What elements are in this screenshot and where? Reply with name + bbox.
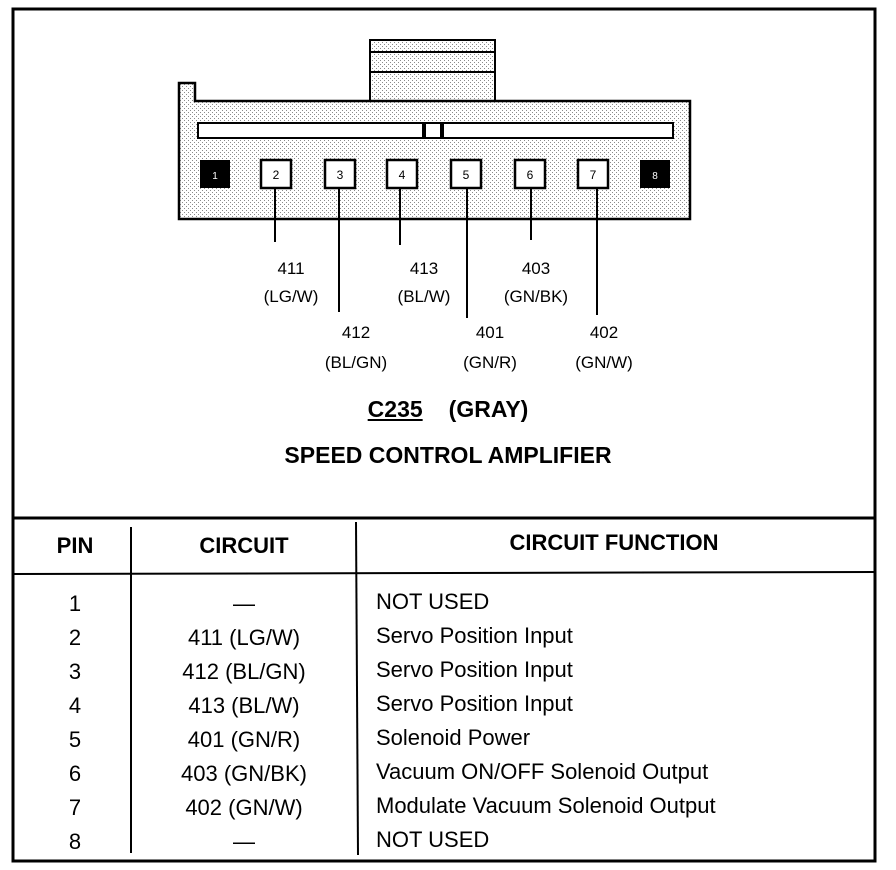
- svg-text:(GN/W): (GN/W): [575, 353, 633, 372]
- cavity-4: 4: [385, 158, 419, 190]
- svg-text:403: 403: [522, 259, 550, 278]
- svg-text:(GN/R): (GN/R): [463, 353, 517, 372]
- svg-text:(BL/GN): (BL/GN): [325, 353, 387, 372]
- pin-number: 4: [68, 693, 82, 718]
- cavity-label: 7: [590, 168, 597, 182]
- connector-caption: C235 (GRAY): [0, 396, 896, 423]
- circuit-function: Servo Position Input: [376, 623, 573, 648]
- cavity-label: 8: [652, 171, 658, 182]
- cavity-label: 6: [527, 168, 534, 182]
- header-circuit-function: CIRCUIT FUNCTION: [509, 530, 719, 555]
- circuit-code: 402 (GN/W): [185, 795, 303, 820]
- circuit-code: 413 (BL/W): [188, 693, 300, 718]
- cavity-2: 2: [259, 158, 293, 190]
- pin-number: 5: [68, 727, 82, 752]
- svg-text:411: 411: [277, 259, 304, 278]
- pin-number: 8: [68, 829, 82, 854]
- circuit-code: 403 (GN/BK): [181, 761, 307, 786]
- connector-body: [177, 81, 692, 221]
- header-pin: PIN: [56, 533, 94, 558]
- circuit-function: Solenoid Power: [376, 725, 531, 750]
- cavity-1: 1: [200, 160, 230, 188]
- circuit-code: —: [233, 829, 255, 854]
- cavity-7: 7: [576, 158, 610, 190]
- cavity-label: 4: [399, 168, 406, 182]
- column-divider-2: [355, 521, 359, 856]
- circuit-function: NOT USED: [376, 827, 490, 852]
- cavity-label: 5: [463, 168, 470, 182]
- wire-label-401: 401 (GN/R): [463, 323, 517, 372]
- svg-text:402: 402: [590, 323, 618, 342]
- circuit-function: NOT USED: [376, 589, 490, 614]
- cavity-8: 8: [640, 160, 670, 188]
- cavity-label: 3: [337, 168, 344, 182]
- cavity-6: 6: [513, 158, 547, 190]
- circuit-code: 411 (LG/W): [187, 625, 301, 650]
- circuit-function: Servo Position Input: [376, 691, 573, 716]
- wire-label-412: 412 (BL/GN): [325, 323, 387, 372]
- cavity-label: 1: [212, 171, 218, 182]
- connector-color: (GRAY): [448, 396, 529, 422]
- pin-number: 6: [68, 761, 82, 786]
- connector-id: C235: [367, 396, 423, 422]
- pin-number: 7: [68, 795, 82, 820]
- svg-text:412: 412: [342, 323, 370, 342]
- svg-text:401: 401: [476, 323, 504, 342]
- circuit-code: 401 (GN/R): [187, 727, 301, 752]
- pin-number: 2: [68, 625, 82, 650]
- header-circuit: CIRCUIT: [199, 533, 289, 558]
- cavity-5: 5: [449, 158, 483, 190]
- wire-label-413: 413 (BL/W): [398, 259, 451, 306]
- svg-text:(BL/W): (BL/W): [398, 287, 451, 306]
- circuit-function: Vacuum ON/OFF Solenoid Output: [376, 759, 709, 784]
- wire-label-403: 403 (GN/BK): [504, 259, 568, 306]
- circuit-function: Modulate Vacuum Solenoid Output: [376, 793, 716, 818]
- circuit-code: —: [233, 591, 255, 616]
- svg-text:(LG/W): (LG/W): [264, 287, 319, 306]
- circuit-code: 412 (BL/GN): [182, 659, 306, 684]
- wire-label-402: 402 (GN/W): [575, 323, 633, 372]
- circuit-function: Servo Position Input: [376, 657, 573, 682]
- connector-housing: [177, 39, 692, 221]
- connector-latch: [369, 39, 496, 102]
- svg-text:413: 413: [410, 259, 438, 278]
- outer-border: [11, 7, 877, 863]
- pin-number: 1: [68, 591, 82, 616]
- svg-text:(GN/BK): (GN/BK): [504, 287, 568, 306]
- wire-label-411: 411 (LG/W): [264, 259, 319, 306]
- pin-number: 3: [68, 659, 82, 684]
- component-name: SPEED CONTROL AMPLIFIER: [284, 442, 612, 468]
- header-divider: [12, 571, 876, 575]
- cavity-3: 3: [323, 158, 357, 190]
- cavity-label: 2: [273, 168, 280, 182]
